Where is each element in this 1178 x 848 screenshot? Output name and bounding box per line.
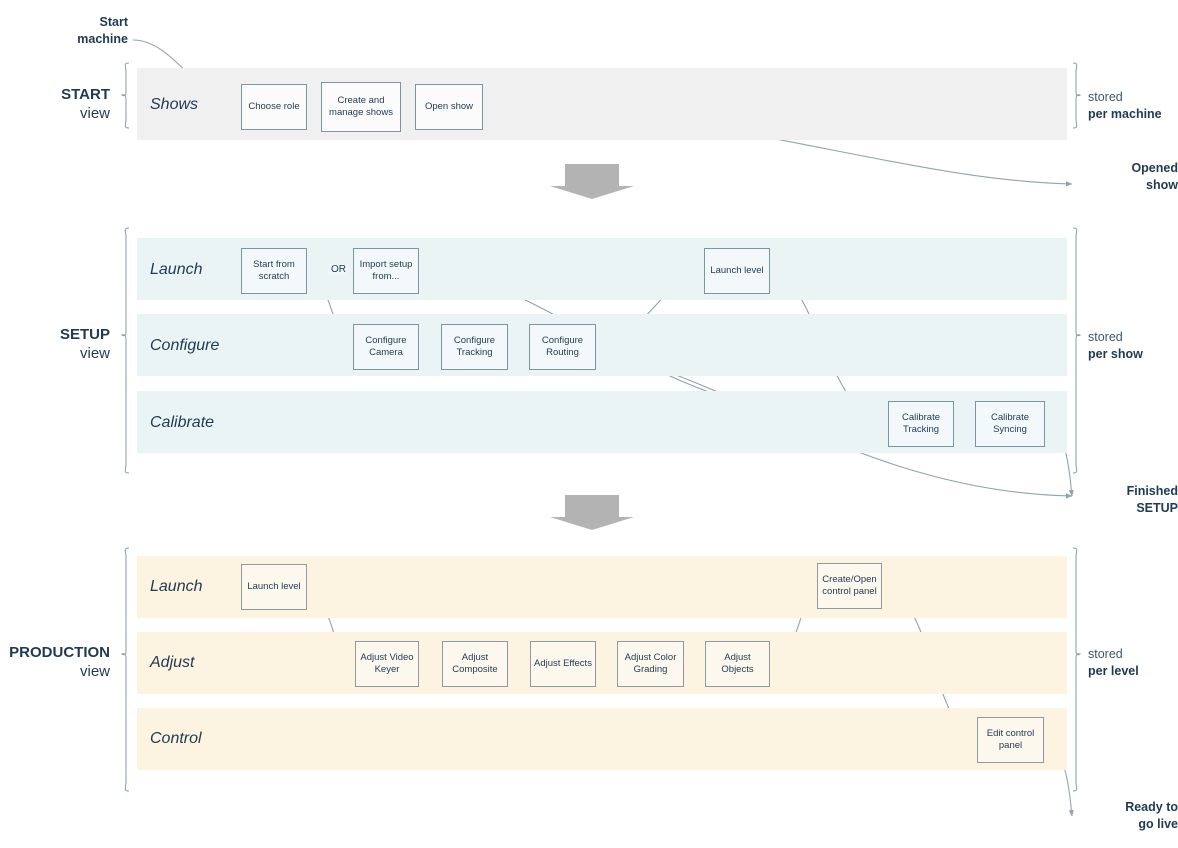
- node-adjust-video-keyer[interactable]: Adjust Video Keyer: [355, 641, 419, 687]
- outcome-finished-setup-line1: Finished: [1126, 484, 1178, 498]
- entry-label-line2: machine: [77, 32, 128, 46]
- node-adjust-composite[interactable]: Adjust Composite: [442, 641, 508, 687]
- node-create-open-control-panel[interactable]: Create/Open control panel: [817, 563, 882, 609]
- side-note-setup-line2: per show: [1088, 347, 1143, 361]
- side-note-production-line2: per level: [1088, 664, 1139, 678]
- band-label-launch-production: Launch: [150, 578, 203, 595]
- band-label-shows: Shows: [150, 96, 199, 113]
- outcome-opened-show-line1: Opened: [1131, 161, 1178, 175]
- band-label-control: Control: [150, 730, 202, 747]
- section-title-production: PRODUCTION view: [0, 643, 110, 681]
- band-label-configure: Configure: [150, 337, 220, 354]
- node-create-manage-shows[interactable]: Create and manage shows: [321, 82, 401, 132]
- band-label-launch-setup: Launch: [150, 261, 203, 278]
- node-choose-role[interactable]: Choose role: [241, 84, 307, 130]
- node-calibrate-syncing[interactable]: Calibrate Syncing: [975, 401, 1045, 447]
- side-note-start: stored per machine: [1088, 89, 1178, 123]
- bracket-setup-right: [1072, 227, 1082, 474]
- band-adjust: [137, 632, 1067, 694]
- node-adjust-effects[interactable]: Adjust Effects: [530, 641, 596, 687]
- outcome-opened-show-line2: show: [1146, 178, 1178, 192]
- node-start-from-scratch[interactable]: Start from scratch: [241, 248, 307, 294]
- band-configure: [137, 314, 1067, 376]
- node-open-show[interactable]: Open show: [415, 84, 483, 130]
- section-title-start-light: view: [79, 105, 110, 122]
- side-note-setup: stored per show: [1088, 329, 1178, 363]
- outcome-finished-setup-line2: SETUP: [1136, 501, 1178, 515]
- outcome-opened-show: Opened show: [1088, 160, 1178, 194]
- bracket-setup-left: [120, 227, 130, 474]
- side-note-production-line1: stored: [1088, 647, 1123, 661]
- side-note-start-line1: stored: [1088, 90, 1123, 104]
- node-import-setup-from[interactable]: Import setup from...: [353, 248, 419, 294]
- node-configure-camera[interactable]: Configure Camera: [353, 324, 419, 370]
- node-configure-routing[interactable]: Configure Routing: [529, 324, 596, 370]
- node-launch-level-setup[interactable]: Launch level: [704, 248, 770, 294]
- section-title-start: START view: [0, 85, 110, 123]
- outcome-ready-to-go-live-line1: Ready to: [1125, 800, 1178, 814]
- section-title-start-strong: START: [61, 86, 110, 103]
- side-note-setup-line1: stored: [1088, 330, 1123, 344]
- node-adjust-objects[interactable]: Adjust Objects: [705, 641, 770, 687]
- node-calibrate-tracking[interactable]: Calibrate Tracking: [888, 401, 954, 447]
- outcome-ready-to-go-live: Ready to go live: [1086, 799, 1178, 833]
- section-title-production-light: view: [79, 663, 110, 680]
- chevron-down-icon-setup-to-production: [550, 495, 634, 530]
- bracket-production-left: [120, 547, 130, 792]
- section-title-setup: SETUP view: [0, 325, 110, 363]
- bracket-production-right: [1072, 547, 1082, 792]
- chevron-down-icon-start-to-setup: [550, 164, 634, 199]
- outcome-finished-setup: Finished SETUP: [1086, 483, 1178, 517]
- section-title-production-strong: PRODUCTION: [9, 644, 110, 661]
- node-configure-tracking[interactable]: Configure Tracking: [441, 324, 508, 370]
- side-note-production: stored per level: [1088, 646, 1178, 680]
- section-title-setup-light: view: [79, 345, 110, 362]
- band-label-calibrate: Calibrate: [150, 414, 215, 431]
- outcome-ready-to-go-live-line2: go live: [1138, 817, 1178, 831]
- band-label-adjust: Adjust: [150, 654, 195, 671]
- bracket-start-left: [120, 62, 130, 129]
- side-note-start-line2: per machine: [1088, 107, 1162, 121]
- node-launch-level-production[interactable]: Launch level: [241, 564, 307, 610]
- node-adjust-color-grading[interactable]: Adjust Color Grading: [617, 641, 684, 687]
- entry-label-start-machine: Start machine: [28, 14, 128, 48]
- node-edit-control-panel[interactable]: Edit control panel: [977, 717, 1044, 763]
- band-control: [137, 708, 1067, 770]
- bracket-start-right: [1072, 62, 1082, 129]
- entry-label-line1: Start: [99, 15, 128, 29]
- section-title-setup-strong: SETUP: [59, 326, 110, 343]
- or-connector-label: OR: [329, 264, 348, 275]
